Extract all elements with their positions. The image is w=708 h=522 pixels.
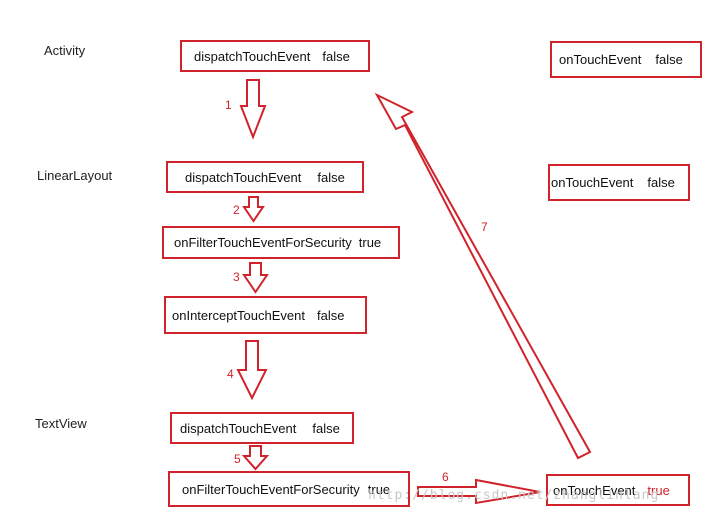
step-number-6: 6 (442, 470, 449, 484)
activity-ontouch-box: onTouchEvent false (550, 41, 702, 78)
linearlayout-ontouch-box: onTouchEvent false (548, 164, 690, 201)
arrow-4-down (236, 340, 268, 401)
return-value: false (312, 420, 340, 436)
step-number-1: 1 (225, 98, 232, 112)
arrow-1-down (239, 79, 267, 140)
return-value: false (655, 52, 683, 67)
return-value: false (316, 307, 345, 323)
method-name: onTouchEvent (551, 175, 634, 190)
method-name: dispatchTouchEvent (180, 420, 297, 436)
linearlayout-filter-box: onFilterTouchEventForSecurity true (162, 226, 400, 259)
layer-label-linear-layout: LinearLayout (37, 168, 113, 183)
method-name: onInterceptTouchEvent (172, 307, 305, 323)
step-number-4: 4 (227, 367, 234, 381)
layer-label-activity: Activity (44, 43, 86, 58)
arrow-6-right (417, 478, 541, 505)
textview-dispatch-box: dispatchTouchEvent false (170, 412, 354, 444)
step-number-5: 5 (234, 452, 241, 466)
layer-label-text-view: TextView (35, 416, 87, 431)
activity-dispatch-box: dispatchTouchEvent false (180, 40, 370, 72)
return-value: true (358, 235, 382, 250)
method-name: onTouchEvent (553, 482, 636, 498)
return-value: false (317, 169, 345, 185)
step-number-7: 7 (481, 220, 488, 234)
return-value: false (647, 175, 675, 190)
method-name: dispatchTouchEvent (185, 169, 302, 185)
return-value-highlight: true (647, 482, 670, 498)
arrow-5-down (241, 445, 270, 471)
textview-ontouch-box: onTouchEvent true (546, 474, 690, 506)
linearlayout-intercept-box: onInterceptTouchEvent false (164, 296, 367, 334)
method-name: onTouchEvent (559, 52, 642, 67)
linearlayout-dispatch-box: dispatchTouchEvent false (166, 161, 364, 193)
return-value: false (322, 48, 350, 64)
step-number-3: 3 (233, 270, 240, 284)
method-name: onFilterTouchEventForSecurity (182, 481, 360, 497)
step-number-2: 2 (233, 203, 240, 217)
watermark: http://blog.csdn.net/zhanglinlang (368, 488, 660, 503)
method-name: dispatchTouchEvent (194, 48, 311, 64)
textview-filter-box: onFilterTouchEventForSecurity true (168, 471, 410, 507)
method-name: onFilterTouchEventForSecurity (174, 235, 352, 250)
arrow-2-down (242, 196, 265, 223)
arrow-7-diagonal (374, 92, 592, 460)
arrow-3-down (242, 262, 269, 294)
return-value: true (367, 481, 391, 497)
